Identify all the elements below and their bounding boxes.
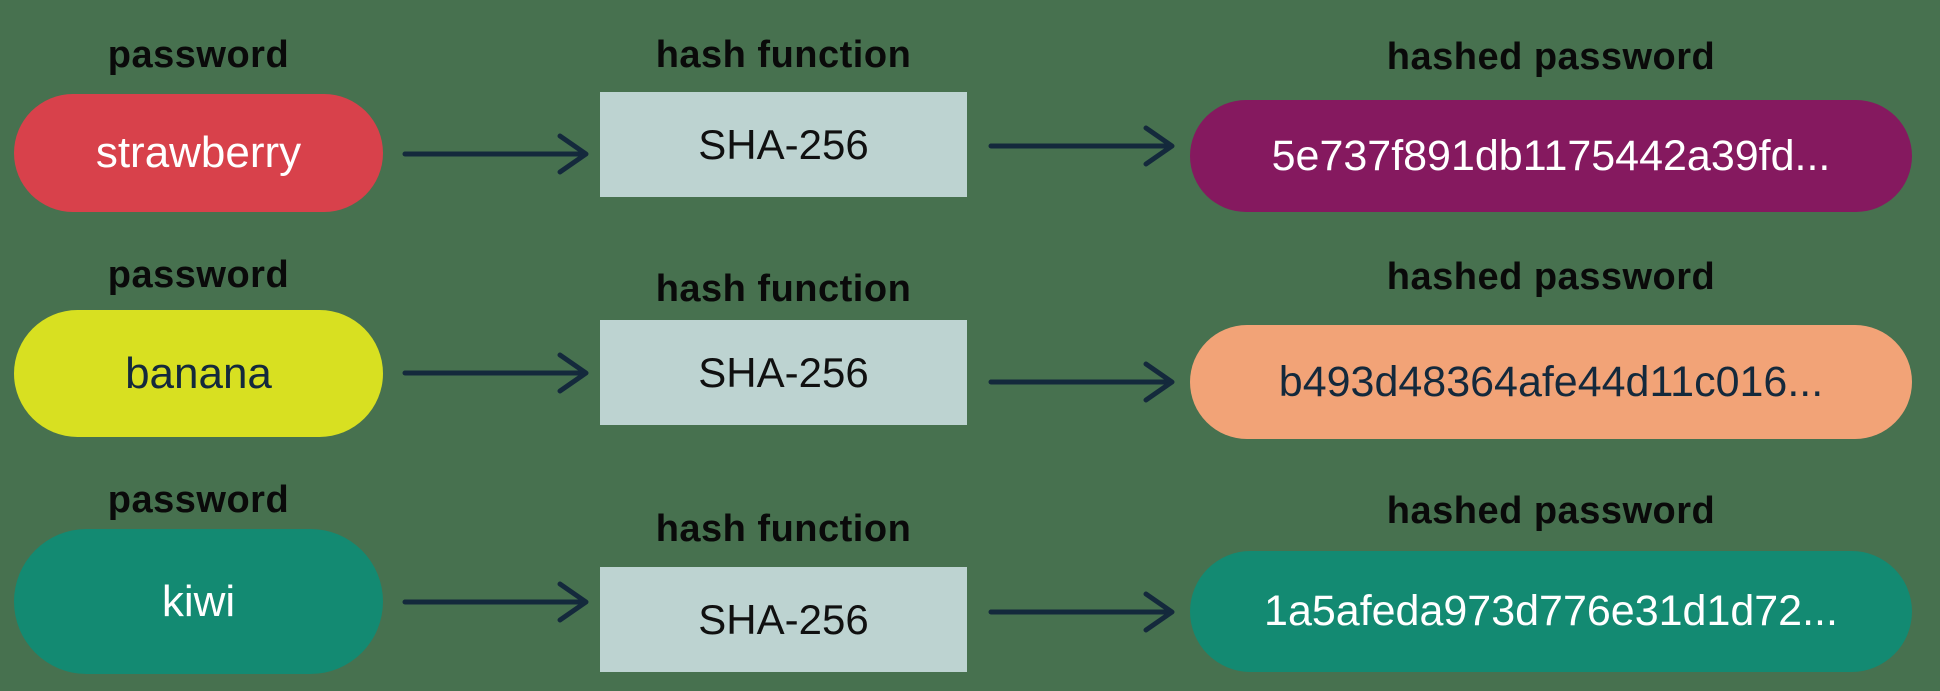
arrow-right-icon [402,351,592,395]
arrow-right-icon [402,132,592,176]
password-pill: strawberry [14,94,383,212]
hashed-password-pill: 5e737f891db1175442a39fd... [1190,100,1912,212]
hash-function-box: SHA-256 [600,92,967,197]
hash-function-box: SHA-256 [600,567,967,672]
hashed-password-label: hashed password [1386,36,1716,78]
password-pill: banana [14,310,383,437]
password-label: password [107,479,290,521]
hash-function-label: hash function [655,34,912,76]
password-label: password [107,254,290,296]
password-pill: kiwi [14,529,383,674]
arrow-right-icon [988,360,1178,404]
hashed-password-pill: 1a5afeda973d776e31d1d72... [1190,551,1912,672]
hash-function-label: hash function [655,268,912,310]
arrow-right-icon [988,590,1178,634]
arrow-right-icon [988,124,1178,168]
password-label: password [107,34,290,76]
arrow-right-icon [402,580,592,624]
hashed-password-label: hashed password [1386,256,1716,298]
hashed-password-pill: b493d48364afe44d11c016... [1190,325,1912,439]
hashed-password-label: hashed password [1386,490,1716,532]
hash-function-box: SHA-256 [600,320,967,425]
hash-function-label: hash function [655,508,912,550]
